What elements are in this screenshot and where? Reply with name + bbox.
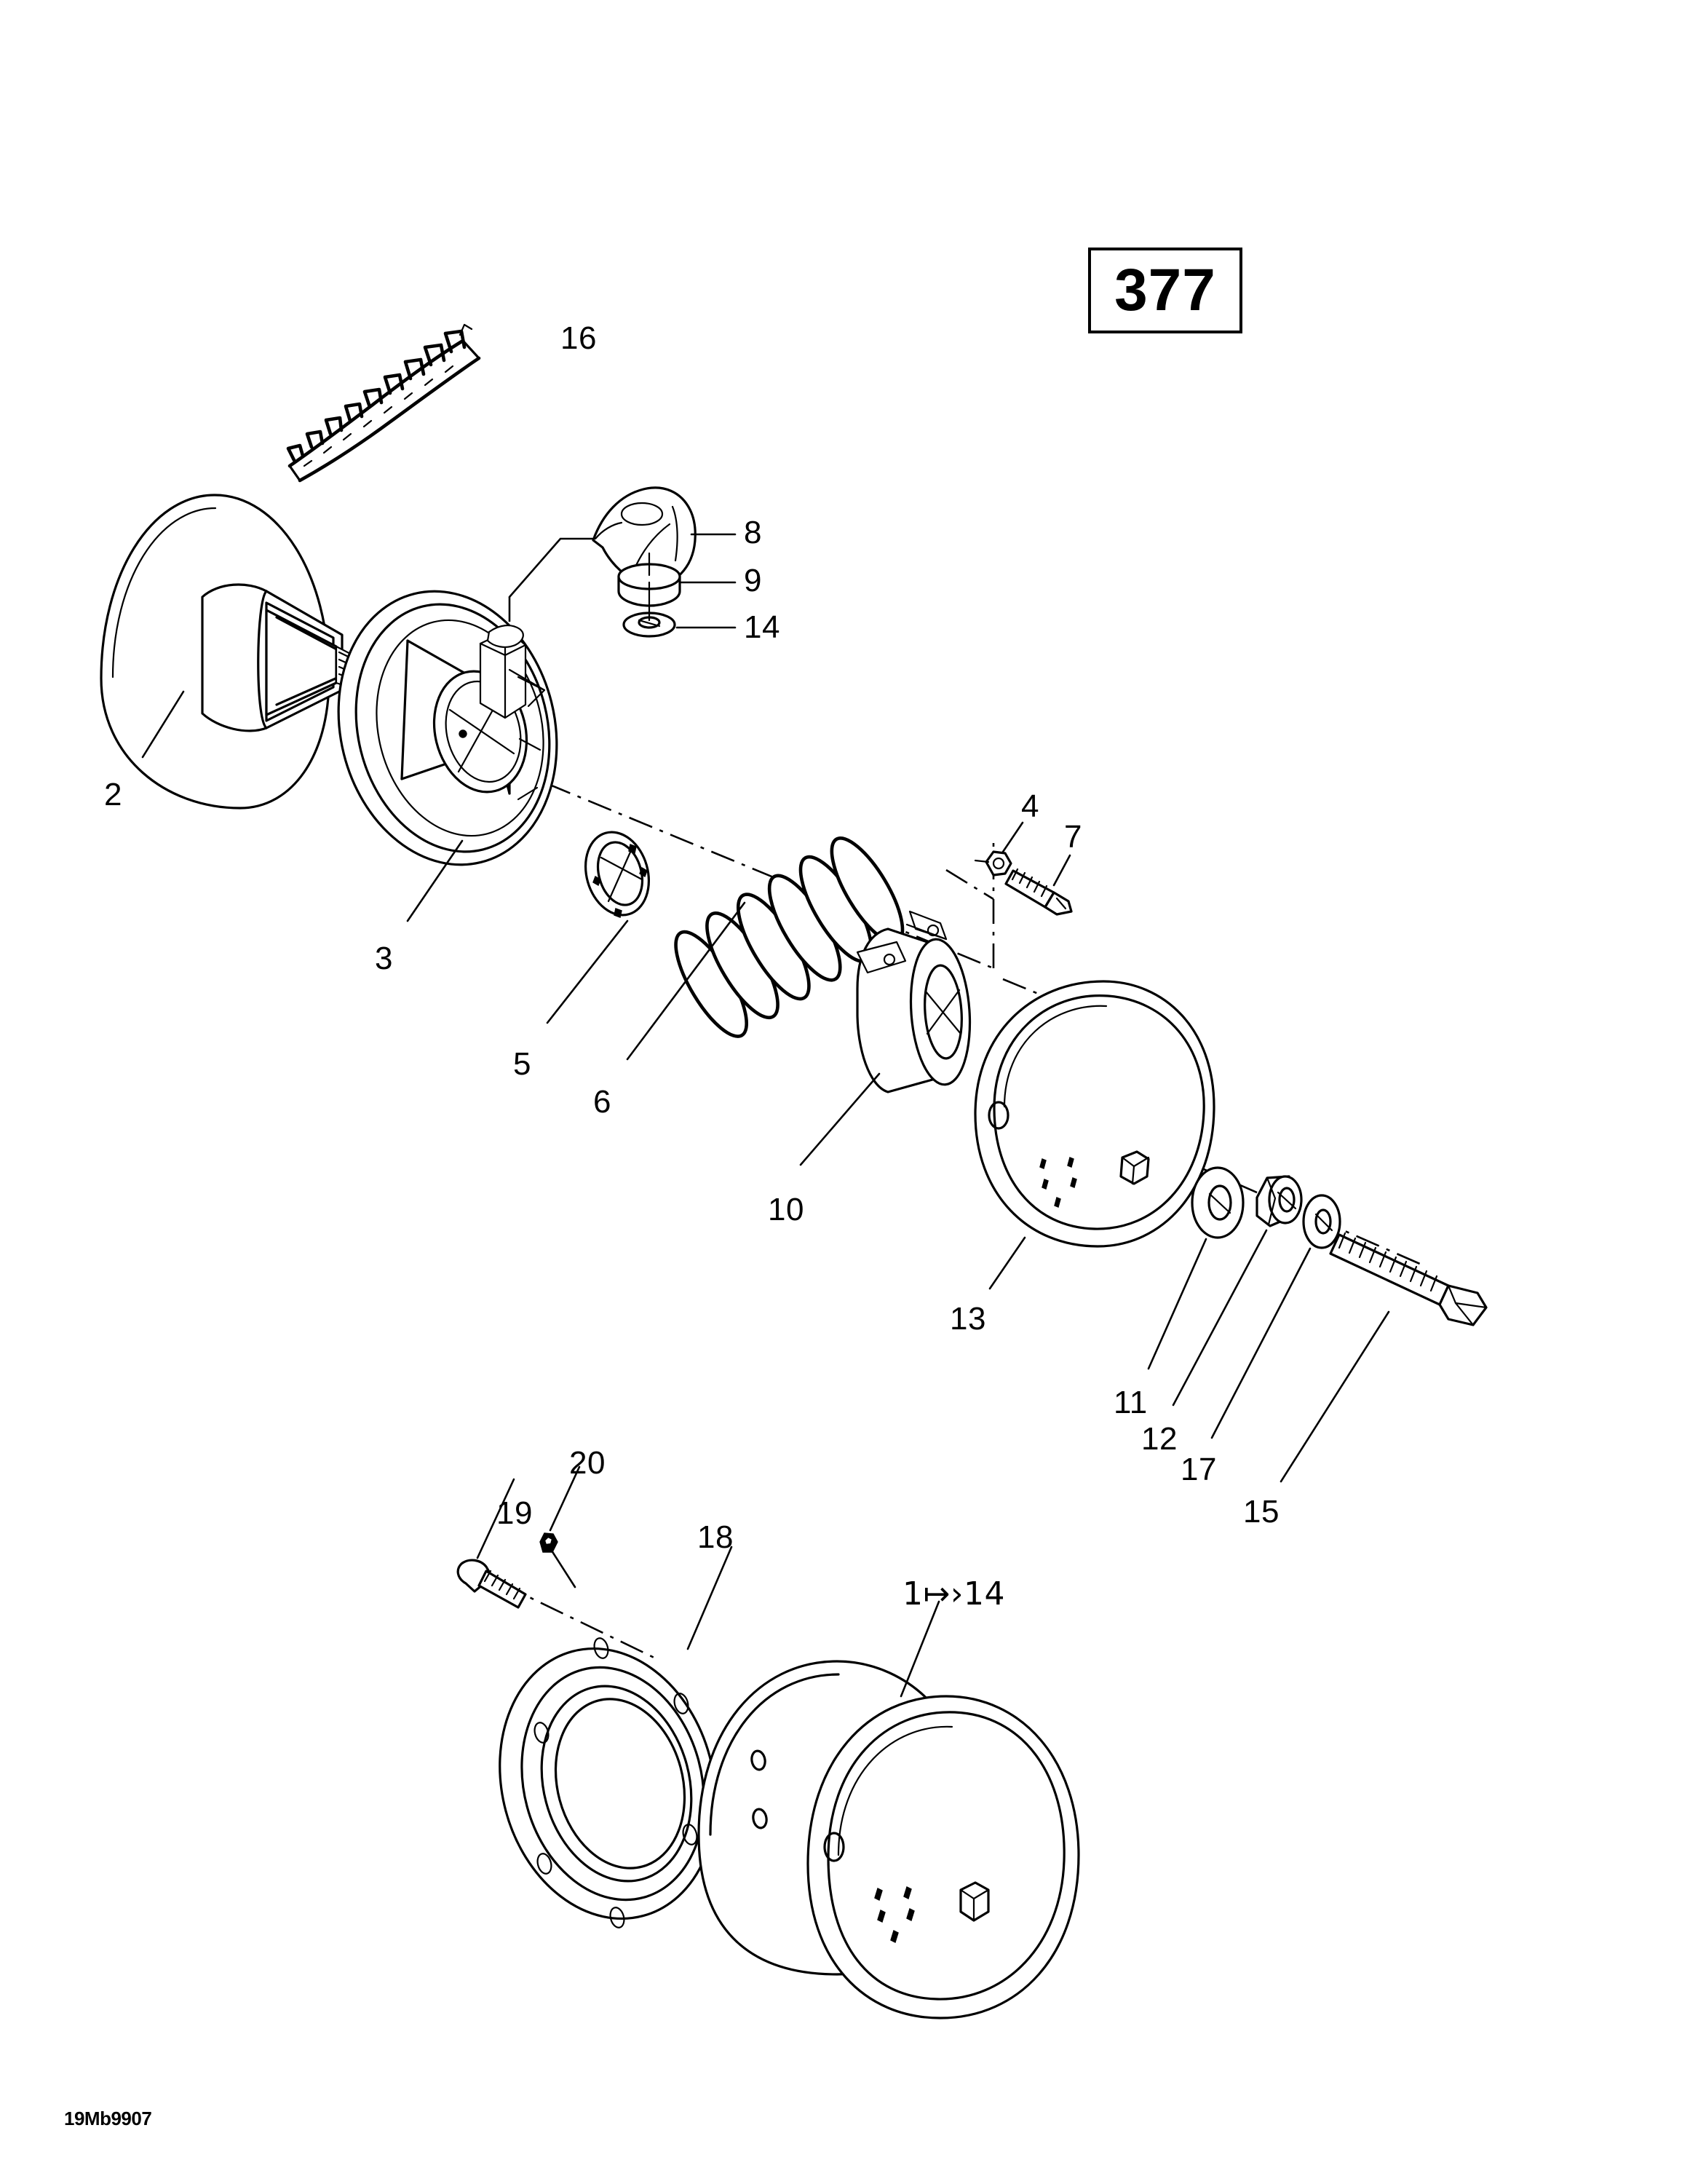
part-3-movable-sheave [337, 590, 558, 922]
part-11-flat-washer-large [1147, 1166, 1245, 1370]
callout-4: 4 [1021, 788, 1039, 824]
callout-16: 16 [560, 320, 597, 356]
callout-7: 7 [1064, 819, 1082, 855]
screw-axis-mark [974, 859, 990, 863]
part-19-pan-head-screw [456, 1478, 527, 1609]
part-12-hex-nut [1172, 1175, 1303, 1406]
callout-12: 12 [1141, 1421, 1178, 1457]
leader-shoe-to-sheave [508, 537, 594, 598]
callout-8: 8 [744, 515, 762, 550]
callout-15: 15 [1243, 1494, 1280, 1530]
callout-9: 9 [744, 563, 762, 598]
callout-18: 18 [697, 1519, 734, 1555]
spider-ramp-boss [479, 625, 546, 719]
callout-10: 10 [768, 1192, 804, 1227]
callout-5: 5 [513, 1046, 531, 1082]
callout-19: 19 [496, 1495, 533, 1531]
callout-17: 17 [1181, 1452, 1217, 1487]
part-17-washer [1210, 1194, 1341, 1439]
callout-13: 13 [950, 1301, 986, 1337]
callout-6: 6 [593, 1084, 611, 1120]
section-number-box: 377 [1088, 248, 1242, 333]
part-15-hex-bolt-long [1280, 1232, 1488, 1483]
part-4-lock-washer [985, 821, 1024, 877]
callout-range-1-to-14: 1↦›14 [903, 1575, 1005, 1613]
part-20-retainer-clip [539, 1465, 581, 1588]
callout-11: 11 [1114, 1385, 1148, 1420]
part-16-ring-gear-segment [286, 323, 481, 483]
assembly-1-to-14-drum [697, 1600, 1080, 2019]
part-13-pulley-cover [974, 980, 1215, 1290]
callout-20: 20 [569, 1445, 606, 1481]
part-10-sliding-cam-hub [799, 910, 972, 1166]
part-18-mounting-flange-ring [499, 1546, 733, 1928]
drawing-reference-code: 19Mb9907 [64, 2108, 152, 2129]
callout-2: 2 [104, 777, 122, 812]
part-5-retaining-ring [546, 831, 651, 1024]
part-14-flat-washer-small [622, 612, 737, 638]
part-9-bushing [617, 563, 737, 607]
section-number-text: 377 [1114, 257, 1216, 323]
part-7-cap-screw [1004, 854, 1073, 916]
callout-14: 14 [744, 609, 780, 645]
callout-3: 3 [375, 941, 393, 976]
